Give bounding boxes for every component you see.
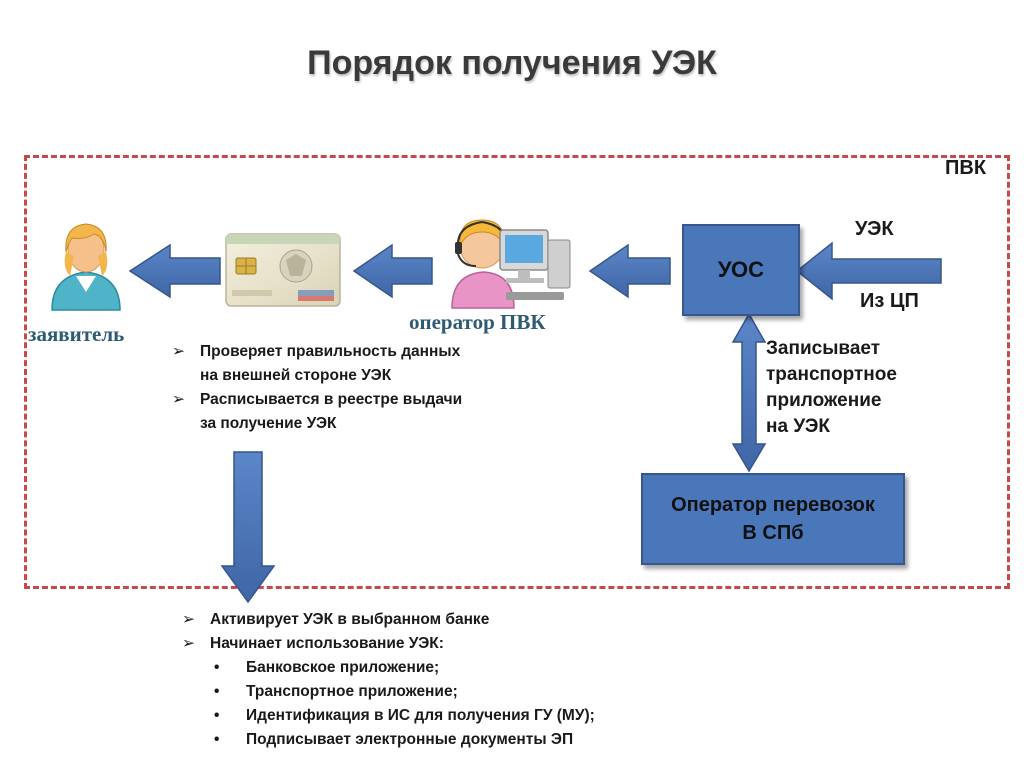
writes-line: транспортное <box>766 364 897 385</box>
uek-input-label: УЭК <box>855 218 894 240</box>
arrow-down-to-bank <box>220 451 276 604</box>
list-item: ➢ Расписывается в реестре выдачи за полу… <box>168 388 462 436</box>
after-issue-steps-list: ➢ Активирует УЭК в выбранном банке ➢ Нач… <box>178 608 595 752</box>
pvk-frame-label: ПВК <box>945 157 987 179</box>
double-arrow-uos-operator <box>731 312 767 473</box>
transport-operator-line1: Оператор перевозок <box>671 494 875 516</box>
uos-box: УОС <box>682 224 800 316</box>
writes-line: на УЭК <box>766 416 831 437</box>
writes-line: Записывает <box>766 338 881 359</box>
iz-cp-label: Из ЦП <box>860 290 919 312</box>
arrow-bullet-icon: ➢ <box>182 611 195 628</box>
pvk-frame <box>24 155 1010 589</box>
transport-operator-box: Оператор перевозок В СПб <box>641 473 905 565</box>
arrow-bullet-icon: ➢ <box>182 635 195 652</box>
pvk-operator-label: оператор ПВК <box>409 310 546 334</box>
dot-bullet-icon: • <box>214 659 220 676</box>
page-title: Порядок получения УЭК <box>307 44 717 82</box>
list-subitem: • Транспортное приложение; <box>178 680 595 704</box>
computer-icon <box>499 229 571 300</box>
arrow-operator-to-card <box>352 243 433 299</box>
arrow-bullet-icon: ➢ <box>172 343 185 360</box>
writes-line: приложение <box>766 390 882 411</box>
transport-operator-line2: В СПб <box>742 522 804 544</box>
arrow-bullet-icon: ➢ <box>172 391 185 408</box>
list-item: ➢ Активирует УЭК в выбранном банке <box>178 608 595 632</box>
arrow-card-to-applicant <box>128 243 221 299</box>
list-subitem: • Подписывает электронные документы ЭП <box>178 728 595 752</box>
writes-transport-app-label: Записывает транспортное приложение на УЭ… <box>766 336 897 440</box>
uek-card-icon <box>225 233 341 307</box>
applicant-label: заявитель <box>28 322 125 346</box>
arrow-iz-cp-to-uos <box>795 241 942 301</box>
dot-bullet-icon: • <box>214 731 220 748</box>
dot-bullet-icon: • <box>214 707 220 724</box>
applicant-person-icon <box>51 223 121 311</box>
arrow-uos-to-operator <box>588 243 671 299</box>
list-subitem: • Идентификация в ИС для получения ГУ (М… <box>178 704 595 728</box>
dot-bullet-icon: • <box>214 683 220 700</box>
applicant-steps-list: ➢ Проверяет правильность данных на внешн… <box>168 340 462 436</box>
list-item: ➢ Проверяет правильность данных на внешн… <box>168 340 462 388</box>
list-item: ➢ Начинает использование УЭК: <box>178 632 595 656</box>
list-subitem: • Банковское приложение; <box>178 656 595 680</box>
